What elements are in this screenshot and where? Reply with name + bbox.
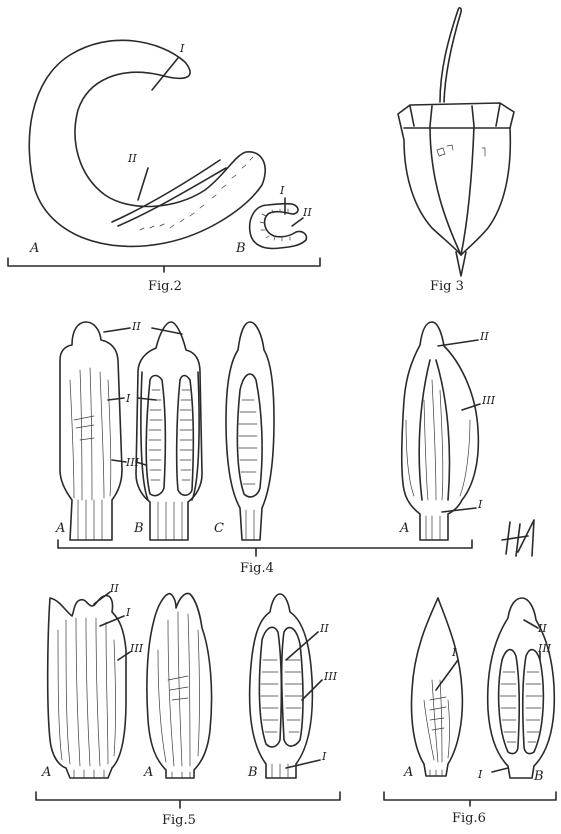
fig4a-label: A <box>55 521 65 536</box>
fig2-pointer-4 <box>292 218 303 226</box>
fig4a-outline <box>60 322 122 540</box>
fig5b-cells <box>259 627 303 747</box>
fig2-mark-3: I <box>279 184 285 197</box>
fig5a2-label: A <box>143 765 153 780</box>
fig4-group: II I III II III I A B C A Fig.4 <box>55 320 496 576</box>
fig6-bracket <box>384 792 556 806</box>
fig5a-label: A <box>41 765 51 780</box>
fig4-bracket <box>58 540 472 556</box>
fig2-bracket <box>8 258 320 272</box>
fig4-pointer-ii <box>104 328 182 334</box>
fig4c-outline <box>226 322 274 540</box>
fig4-pointer-i2 <box>442 508 476 512</box>
fig2-mark-1: I <box>179 42 185 55</box>
fig5-bracket <box>36 792 340 808</box>
fig5-mark-5: III <box>323 670 338 683</box>
fig5-pointer-ii2 <box>286 632 318 660</box>
fig6b-cells <box>499 650 544 754</box>
fig4c-cell <box>237 374 262 497</box>
fig5-caption: Fig.5 <box>162 813 196 828</box>
fig4a-hatch <box>70 368 111 540</box>
fig2a-slit2 <box>118 168 226 226</box>
monogram-logo <box>502 520 534 556</box>
fig2-caption: Fig.2 <box>148 279 182 294</box>
fig2a-label: A <box>29 241 39 256</box>
fig5-group: II I III II III I A A B Fig.5 <box>36 582 340 828</box>
fig5-pointer-i2 <box>286 760 320 768</box>
fig2a-outline <box>29 40 265 246</box>
fig5-mark-2: I <box>125 606 131 619</box>
fig2-pointer-2 <box>138 168 148 200</box>
fig5b-label: B <box>247 765 258 780</box>
fig5-pointer-ii <box>94 592 110 604</box>
fig6-mark-1: I <box>451 646 457 659</box>
fig4-pointer-iii2 <box>462 404 480 410</box>
fig6-mark-4: I <box>477 768 483 781</box>
fig6-pointer-i2 <box>492 768 508 772</box>
fig2a-hatch-edge <box>140 157 253 230</box>
fig4-mark-1: II <box>131 320 141 333</box>
fig4c-hatch <box>239 400 257 540</box>
fig6a-hatch <box>424 680 450 776</box>
fig4-mark-3: III <box>125 456 140 469</box>
fig3-caption: Fig 3 <box>430 279 464 294</box>
fig6-mark-2: II <box>537 622 547 635</box>
fig5a2-hatch <box>158 612 200 778</box>
fig4-mark-6: I <box>477 498 483 511</box>
fig5-mark-6: I <box>321 750 327 763</box>
fig6a-label: A <box>403 765 413 780</box>
fig4-mark-2: I <box>125 392 131 405</box>
fig4a2-outer <box>402 322 479 540</box>
fig5a-hatch <box>58 618 116 778</box>
fig2-group: I II I II A B Fig.2 <box>8 40 320 294</box>
fig2b-label: B <box>235 241 246 256</box>
fig2-mark-4: II <box>302 206 312 219</box>
fig4-caption: Fig.4 <box>240 561 274 576</box>
fig6-mark-3: III <box>537 642 552 655</box>
fig6-caption: Fig.6 <box>452 811 486 826</box>
fig4-mark-5: III <box>481 394 496 407</box>
fig3-group: Fig 3 <box>398 8 514 294</box>
fig4c-label: C <box>214 521 224 536</box>
fig5-pointer-iii <box>118 652 130 660</box>
fig6b-label: B <box>533 769 544 784</box>
fig4a2-label: A <box>399 521 409 536</box>
fig5-mark-4: II <box>319 622 329 635</box>
fig4b-hatch <box>149 390 192 540</box>
fig2-mark-2: II <box>127 152 137 165</box>
fig4a2-hatch <box>406 380 470 540</box>
fig6-group: I II III I A B Fig.6 <box>384 598 556 826</box>
fig4-mark-4: II <box>479 330 489 343</box>
fig3-style <box>440 8 461 102</box>
fig2b-outline <box>250 204 307 249</box>
fig5-mark-3: III <box>129 642 144 655</box>
fig5-mark-1: II <box>109 582 119 595</box>
fig6-pointer-i <box>436 660 458 690</box>
fig3-ribs <box>404 104 510 255</box>
fig4b-cells <box>141 372 199 500</box>
fig4b-label: B <box>133 521 144 536</box>
fig6b-hatch <box>500 672 542 742</box>
fig3-spots <box>437 145 485 156</box>
